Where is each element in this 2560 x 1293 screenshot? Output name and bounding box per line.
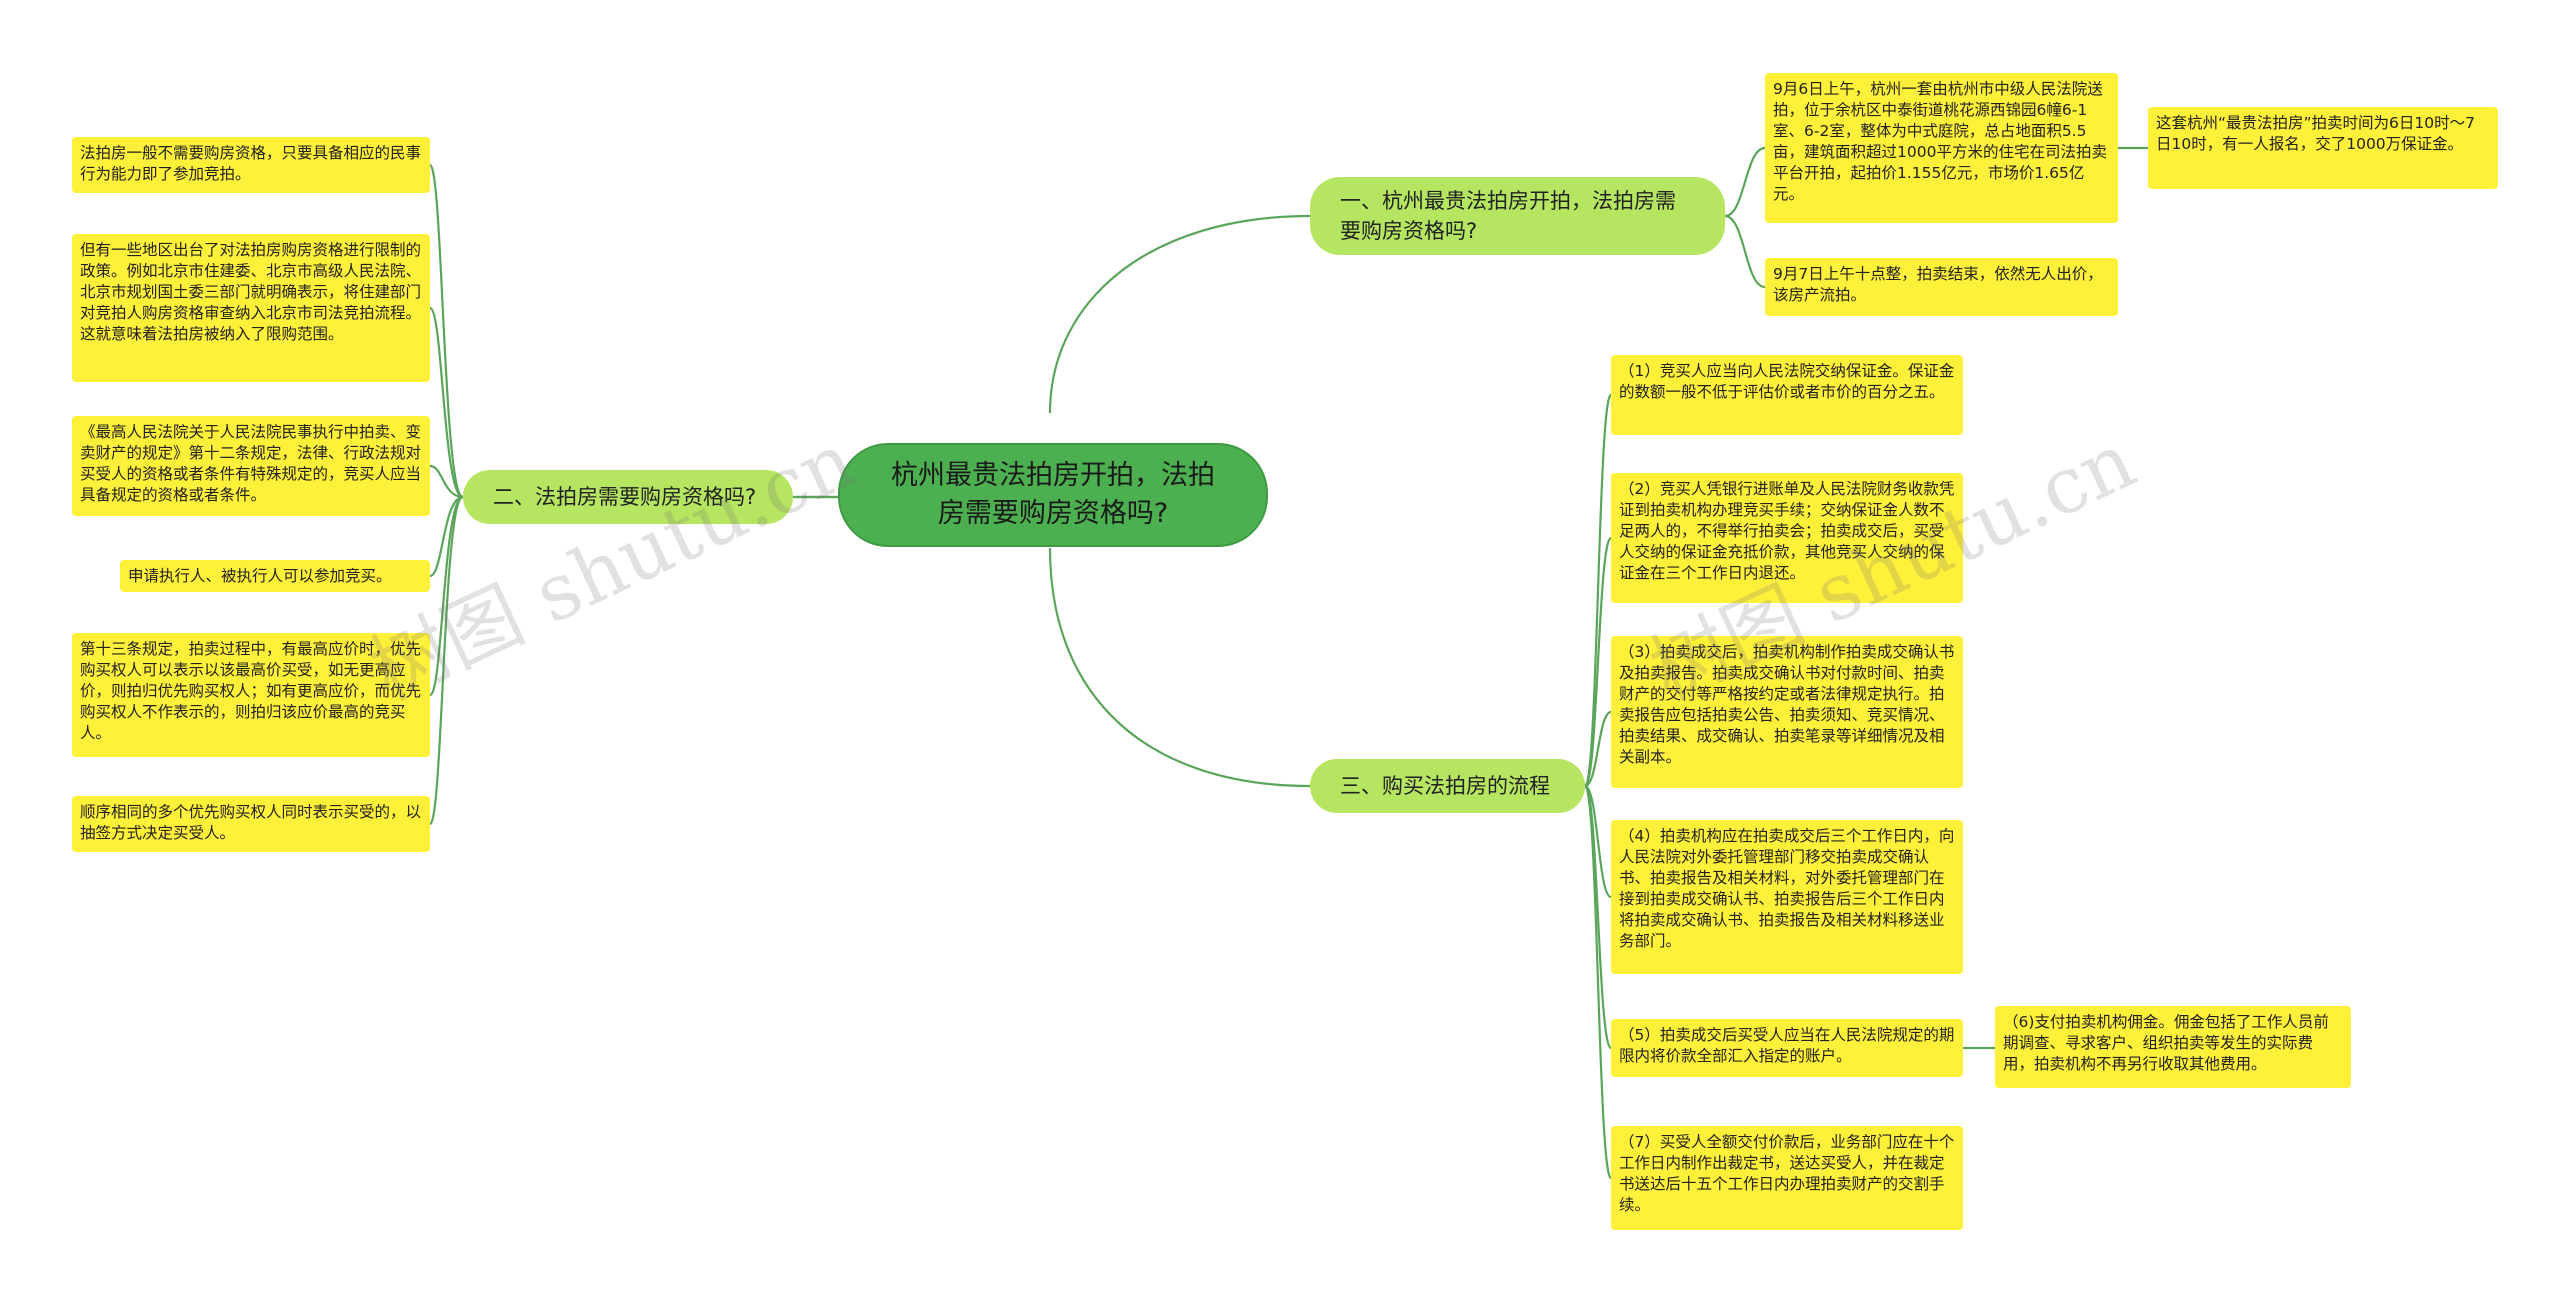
b1-subleaf-text: 这套杭州“最贵法拍房”拍卖时间为6日10时～7日10时，有一人报名，交了1000… [2156, 114, 2476, 153]
b3-leaf-1-text: （1）竞买人应当向人民法院交纳保证金。保证金的数额一般不低于评估价或者市价的百分… [1619, 362, 1955, 401]
b2-leaf-3-text: 《最高人民法院关于人民法院民事执行中拍卖、变卖财产的规定》第十二条规定，法律、行… [80, 423, 422, 504]
b3-leaf-6-text: （7）买受人全额交付价款后，业务部门应在十个工作日内制作出裁定书，送达买受人，并… [1619, 1133, 1955, 1214]
b3-leaf-5-text: （5）拍卖成交后买受人应当在人民法院规定的期限内将价款全部汇入指定的账户。 [1619, 1026, 1955, 1065]
b1-leaf-1-text: 9月6日上午，杭州一套由杭州市中级人民法院送拍，位于余杭区中泰街道桃花源西锦园6… [1773, 80, 2107, 203]
branch-3-label: 三、购买法拍房的流程 [1340, 774, 1550, 798]
b3-subleaf-text: （6)支付拍卖机构佣金。佣金包括了工作人员前期调查、寻求客户、组织拍卖等发生的实… [2003, 1013, 2329, 1073]
link-b3-i1 [1583, 393, 1613, 788]
link-b2-i3 [429, 464, 464, 499]
b2-leaf-1-text: 法拍房一般不需要购房资格，只要具备相应的民事行为能力即了参加竞拍。 [80, 144, 422, 183]
link-root-b3 [1048, 547, 1311, 788]
b3-leaf-4[interactable]: （4）拍卖机构应在拍卖成交后三个工作日内，向人民法院对外委托管理部门移交拍卖成交… [1611, 820, 1963, 974]
link-b1-i2 [1724, 214, 1766, 289]
link-b2-i5 [428, 495, 464, 697]
link-b3-i4 [1584, 784, 1612, 899]
link-b2-i4 [429, 495, 464, 578]
root-node[interactable]: 杭州最贵法拍房开拍，法拍房需要购房资格吗? [838, 443, 1268, 547]
branch-node-3[interactable]: 三、购买法拍房的流程 [1310, 759, 1585, 813]
b2-leaf-6-text: 顺序相同的多个优先购买权人同时表示买受的，以抽签方式决定买受人。 [80, 803, 422, 842]
b2-leaf-2-text: 但有一些地区出台了对法拍房购房资格进行限制的政策。例如北京市住建委、北京市高级人… [80, 241, 422, 343]
b3-leaf-5[interactable]: （5）拍卖成交后买受人应当在人民法院规定的期限内将价款全部汇入指定的账户。 [1611, 1019, 1963, 1077]
root-title: 杭州最贵法拍房开拍，法拍房需要购房资格吗? [891, 460, 1215, 529]
link-root-b1 [1048, 214, 1311, 414]
b2-leaf-6[interactable]: 顺序相同的多个优先购买权人同时表示买受的，以抽签方式决定买受人。 [72, 796, 430, 852]
link-b1-i1 [1724, 146, 1766, 218]
b1-subleaf[interactable]: 这套杭州“最贵法拍房”拍卖时间为6日10时～7日10时，有一人报名，交了1000… [2148, 107, 2498, 189]
branch-1-label: 一、杭州最贵法拍房开拍，法拍房需要购房资格吗? [1340, 189, 1676, 243]
branch-2-label: 二、法拍房需要购房资格吗? [493, 485, 757, 509]
b2-leaf-4-text: 申请执行人、被执行人可以参加竞买。 [128, 567, 392, 585]
b3-leaf-3[interactable]: （3）拍卖成交后，拍卖机构制作拍卖成交确认书及拍卖报告。拍卖成交确认书对付款时间… [1611, 636, 1963, 788]
link-b2-i2 [428, 306, 464, 499]
b2-leaf-5[interactable]: 第十三条规定，拍卖过程中，有最高应价时，优先购买权人可以表示以该最高价买受，如无… [72, 633, 430, 757]
b2-leaf-1[interactable]: 法拍房一般不需要购房资格，只要具备相应的民事行为能力即了参加竞拍。 [72, 137, 430, 193]
b3-leaf-2-text: （2）竞买人凭银行进账单及人民法院财务收款凭证到拍卖机构办理竞买手续；交纳保证金… [1619, 480, 1955, 582]
branch-node-2[interactable]: 二、法拍房需要购房资格吗? [463, 470, 793, 524]
link-b3-i6 [1583, 784, 1613, 1180]
b3-leaf-4-text: （4）拍卖机构应在拍卖成交后三个工作日内，向人民法院对外委托管理部门移交拍卖成交… [1619, 827, 1955, 950]
b3-subleaf[interactable]: （6)支付拍卖机构佣金。佣金包括了工作人员前期调查、寻求客户、组织拍卖等发生的实… [1995, 1006, 2351, 1088]
link-b2-i6 [428, 495, 465, 826]
link-b3-i2 [1583, 536, 1613, 788]
link-b3-i3 [1584, 710, 1612, 788]
b3-leaf-6[interactable]: （7）买受人全额交付价款后，业务部门应在十个工作日内制作出裁定书，送达买受人，并… [1611, 1126, 1963, 1230]
b2-leaf-5-text: 第十三条规定，拍卖过程中，有最高应价时，优先购买权人可以表示以该最高价买受，如无… [80, 640, 422, 742]
branch-node-1[interactable]: 一、杭州最贵法拍房开拍，法拍房需要购房资格吗? [1310, 177, 1725, 255]
b2-leaf-3[interactable]: 《最高人民法院关于人民法院民事执行中拍卖、变卖财产的规定》第十二条规定，法律、行… [72, 416, 430, 516]
b3-leaf-1[interactable]: （1）竞买人应当向人民法院交纳保证金。保证金的数额一般不低于评估价或者市价的百分… [1611, 355, 1963, 435]
b2-leaf-4[interactable]: 申请执行人、被执行人可以参加竞买。 [120, 560, 430, 592]
b1-leaf-2[interactable]: 9月7日上午十点整，拍卖结束，依然无人出价，该房产流拍。 [1765, 258, 2118, 316]
b1-leaf-1[interactable]: 9月6日上午，杭州一套由杭州市中级人民法院送拍，位于余杭区中泰街道桃花源西锦园6… [1765, 73, 2118, 223]
b2-leaf-2[interactable]: 但有一些地区出台了对法拍房购房资格进行限制的政策。例如北京市住建委、北京市高级人… [72, 234, 430, 382]
link-b2-i1 [428, 163, 465, 499]
b1-leaf-2-text: 9月7日上午十点整，拍卖结束，依然无人出价，该房产流拍。 [1773, 265, 2103, 304]
b3-leaf-3-text: （3）拍卖成交后，拍卖机构制作拍卖成交确认书及拍卖报告。拍卖成交确认书对付款时间… [1619, 643, 1955, 766]
b3-leaf-2[interactable]: （2）竞买人凭银行进账单及人民法院财务收款凭证到拍卖机构办理竞买手续；交纳保证金… [1611, 473, 1963, 603]
